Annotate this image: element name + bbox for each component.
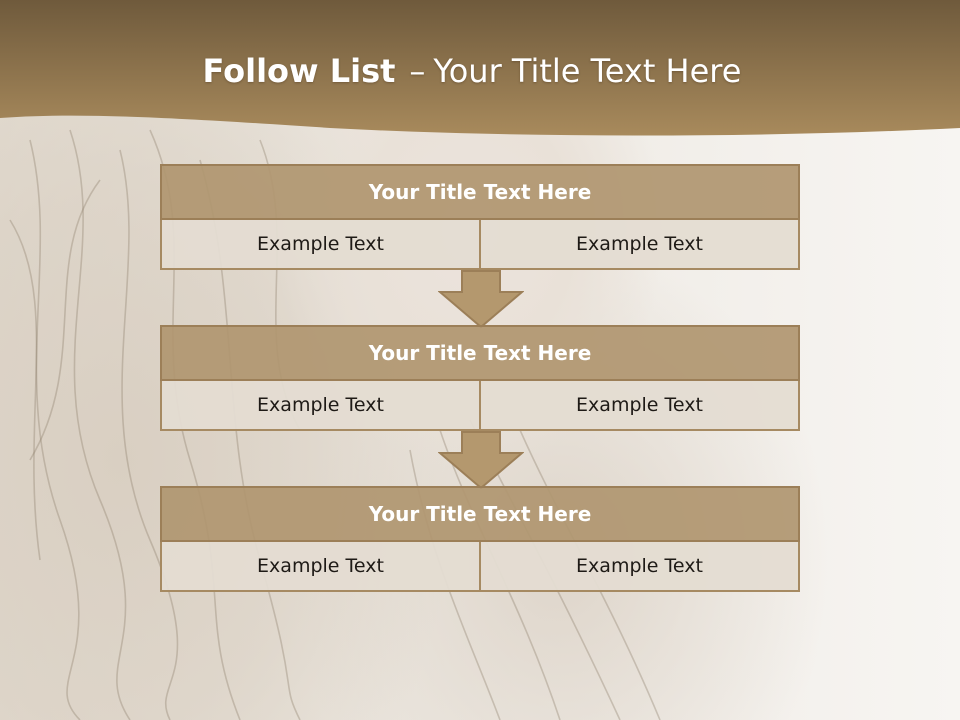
step-cell-right: Example Text [479, 220, 800, 270]
slide-title-separator: – [409, 52, 426, 90]
step-block-3: Your Title Text Here Example Text Exampl… [160, 486, 800, 592]
down-arrow-icon [438, 270, 524, 328]
step-title: Your Title Text Here [160, 164, 800, 220]
step-title: Your Title Text Here [160, 486, 800, 542]
step-row: Example Text Example Text [160, 381, 800, 431]
slide-title: Follow List–Your Title Text Here [0, 52, 944, 90]
step-row: Example Text Example Text [160, 542, 800, 592]
step-block-2: Your Title Text Here Example Text Exampl… [160, 325, 800, 431]
step-cell-right: Example Text [479, 381, 800, 431]
down-arrow-icon [438, 431, 524, 489]
header-banner [0, 0, 960, 136]
slide-title-strong: Follow List [202, 52, 396, 90]
step-cell-right: Example Text [479, 542, 800, 592]
step-cell-left: Example Text [160, 220, 481, 270]
step-cell-left: Example Text [160, 381, 481, 431]
step-cell-left: Example Text [160, 542, 481, 592]
slide-title-rest: Your Title Text Here [433, 52, 742, 90]
step-row: Example Text Example Text [160, 220, 800, 270]
step-block-1: Your Title Text Here Example Text Exampl… [160, 164, 800, 270]
step-title: Your Title Text Here [160, 325, 800, 381]
